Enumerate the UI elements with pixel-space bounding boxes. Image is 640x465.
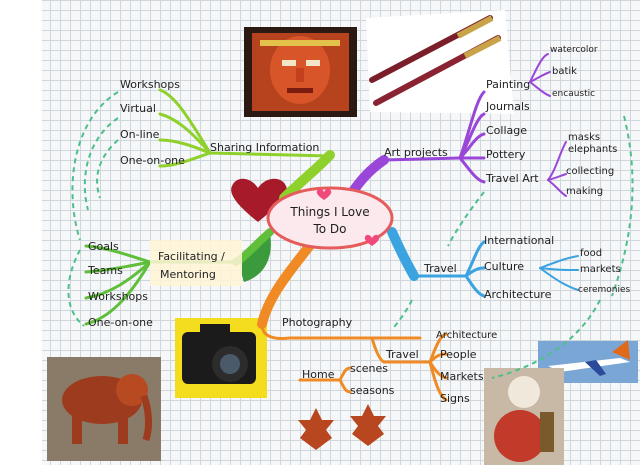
small-heart-icon xyxy=(316,188,332,200)
painting-subitem: encaustic xyxy=(552,89,595,99)
culture-subitem: markets xyxy=(580,264,621,275)
art-item: Journals xyxy=(485,100,530,113)
travel-item: International xyxy=(484,234,554,247)
sharing-item: Workshops xyxy=(120,78,180,91)
facilitating-item: Goals xyxy=(88,240,119,253)
facilitating-label-box xyxy=(150,240,242,286)
photo-travel-subitem: Signs xyxy=(440,392,470,405)
heart-sticker xyxy=(231,178,287,222)
photo-travel-subitem: People xyxy=(440,348,477,361)
maple-leaf-drawings xyxy=(298,404,386,450)
painting-subitem: batik xyxy=(552,66,577,77)
elephant-picture xyxy=(47,357,161,461)
sharing-branch-label: Sharing Information xyxy=(210,141,319,154)
center-title-line2: To Do xyxy=(312,222,346,236)
mask-picture xyxy=(244,27,357,117)
center-title-line1: Things I Love xyxy=(289,205,369,219)
travel-art-subitem: collecting xyxy=(566,166,614,177)
art-item: Collage xyxy=(486,124,527,137)
facilitating-branch-label: Facilitating / xyxy=(158,250,225,263)
art-item: Painting xyxy=(486,78,530,91)
text-labels: Things I Love To Do Sharing Information … xyxy=(87,45,631,405)
facilitating-item: Teams xyxy=(87,264,123,277)
painting-subitem: watercolor xyxy=(550,45,598,55)
sharing-item: One-on-one xyxy=(120,154,185,167)
photo-travel-subitem: Architecture xyxy=(436,330,497,341)
sharing-item: On-line xyxy=(120,128,160,141)
culture-subitem: ceremonies xyxy=(578,285,631,295)
culture-subitem: food xyxy=(580,248,602,259)
travel-item: Culture xyxy=(484,260,524,273)
photo-home-subitem: seasons xyxy=(350,384,395,397)
travel-branch-label: Travel xyxy=(423,262,457,275)
art-item: Travel Art xyxy=(485,172,539,185)
figurine-picture xyxy=(484,368,564,465)
travel-art-subitem: elephants xyxy=(568,144,617,155)
photo-home-label: Home xyxy=(302,368,335,381)
photography-branch-label: Photography xyxy=(282,316,353,329)
facilitating-branch-label: Mentoring xyxy=(160,268,216,281)
photo-home-subitem: scenes xyxy=(350,362,388,375)
sharing-item: Virtual xyxy=(120,102,156,115)
center-node xyxy=(266,186,394,250)
leaf-sticker xyxy=(241,234,271,282)
photo-travel-subitem: Markets xyxy=(440,370,484,383)
facilitating-item: One-on-one xyxy=(88,316,153,329)
travel-art-subitem: making xyxy=(566,186,603,197)
facilitating-item: Workshops xyxy=(88,290,148,303)
dashed-links xyxy=(67,91,634,379)
art-item: Pottery xyxy=(486,148,526,161)
paintbrushes-picture xyxy=(366,10,514,114)
art-branch-label: Art projects xyxy=(384,146,448,159)
photography-travel-label: Travel xyxy=(385,348,419,361)
travel-art-subitem: masks xyxy=(568,132,600,143)
small-heart-icon xyxy=(364,234,380,246)
camera-picture xyxy=(175,318,267,398)
travel-item: Architecture xyxy=(484,288,552,301)
